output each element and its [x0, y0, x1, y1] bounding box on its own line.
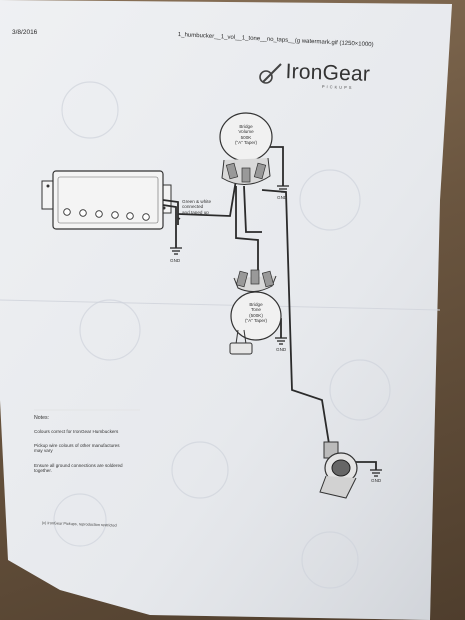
volume-label-line: ("A" Taper) — [234, 140, 258, 146]
gnd-label-pickup: GND — [170, 258, 181, 263]
pickup-note-line: and taped up — [182, 209, 209, 215]
volume-label-line: Bridge — [239, 124, 253, 129]
volume-label-line: Volume — [238, 129, 254, 135]
note-item-3: Ensure all ground connections are solder… — [34, 463, 123, 474]
tone-label-line: Bridge — [249, 302, 263, 307]
ground-symbol-tone — [275, 337, 287, 345]
gnd-label-jack: GND — [371, 478, 382, 483]
note-line: may vary — [34, 448, 53, 454]
ground-symbol-jack — [370, 469, 382, 477]
tone-label-line: Tone — [251, 307, 261, 313]
pickup-note-line: Green & white — [182, 199, 212, 204]
note-item-2: Pickup wire colours of other manufacture… — [34, 443, 120, 454]
tone-label-line: ("A" Taper) — [244, 318, 268, 324]
note-line: Ensure all ground connections are solder… — [34, 463, 123, 468]
note-line: together. — [34, 468, 52, 474]
brand-name: IronGear — [285, 60, 371, 86]
notes-title: Notes: — [34, 415, 49, 421]
pickup-note-line: connected — [182, 204, 204, 210]
print-date: 3/8/2016 — [12, 29, 38, 36]
ground-symbol-pickup — [170, 247, 182, 255]
volume-label-line: 500K — [240, 134, 252, 140]
humbucker-pickup — [41, 170, 172, 230]
output-jack — [319, 441, 358, 499]
tone-label-line: (500K) — [249, 312, 263, 318]
pickup-wire-note: Green & white connected and taped up — [182, 199, 211, 215]
tone-pot-label: Bridge Tone (500K) ("A" Taper) — [238, 302, 274, 324]
watermark-pattern — [53, 81, 391, 589]
volume-pot-label: Bridge Volume 500K ("A" Taper) — [228, 124, 264, 146]
note-line: Colours correct for IronGear Humbuckers — [34, 429, 119, 434]
note-item-1: Colours correct for IronGear Humbuckers — [34, 429, 118, 434]
note-line: Pickup wire colours of other manufacture… — [34, 443, 120, 448]
ground-symbol-volume — [277, 185, 289, 193]
paper-fold — [0, 299, 441, 311]
irongear-logo-icon — [259, 63, 282, 84]
brand-tagline: PICKUPS — [321, 84, 354, 91]
tone-potentiometer — [230, 269, 282, 341]
tone-capacitor — [229, 329, 253, 355]
gnd-label-volume: GND — [277, 195, 288, 200]
volume-potentiometer — [219, 112, 273, 185]
gnd-label-tone: GND — [276, 347, 287, 352]
